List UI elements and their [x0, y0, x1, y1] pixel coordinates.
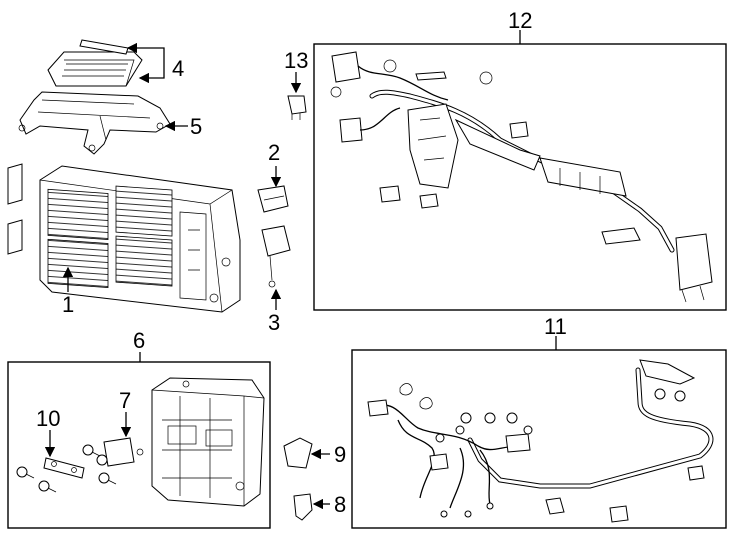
callout-8: 8 [334, 492, 346, 517]
battery-bracket-part [18, 91, 171, 155]
callout-7: 7 [119, 388, 131, 413]
callout-6: 6 [133, 328, 145, 353]
current-sensor-part [103, 437, 144, 467]
cable-11-frame [351, 349, 727, 529]
callout-11: 11 [544, 314, 567, 339]
callout-4: 4 [172, 56, 184, 81]
callout-2: 2 [268, 140, 280, 165]
callout-10: 10 [36, 406, 60, 431]
sensor-part [257, 185, 289, 213]
pcu-6-part [151, 377, 265, 507]
battery-pack-part [7, 163, 241, 313]
callout-13: 13 [284, 48, 308, 73]
callout-9: 9 [334, 442, 346, 467]
bolt-parts [16, 444, 117, 493]
clip-part [293, 493, 313, 521]
relay-part [287, 95, 307, 120]
callout-3: 3 [268, 310, 280, 335]
busbar-part [43, 457, 85, 479]
harness-12-frame [313, 43, 727, 311]
cable-11-part [367, 359, 714, 523]
cap-part [283, 437, 313, 469]
junction-part [261, 225, 291, 288]
battery-cover-part [47, 39, 143, 87]
callout-12: 12 [508, 8, 532, 33]
harness-12-part [330, 51, 713, 303]
leader-lines [44, 30, 557, 510]
callout-1: 1 [62, 292, 74, 317]
pcu-6-frame [7, 361, 271, 529]
callout-5: 5 [190, 114, 202, 139]
